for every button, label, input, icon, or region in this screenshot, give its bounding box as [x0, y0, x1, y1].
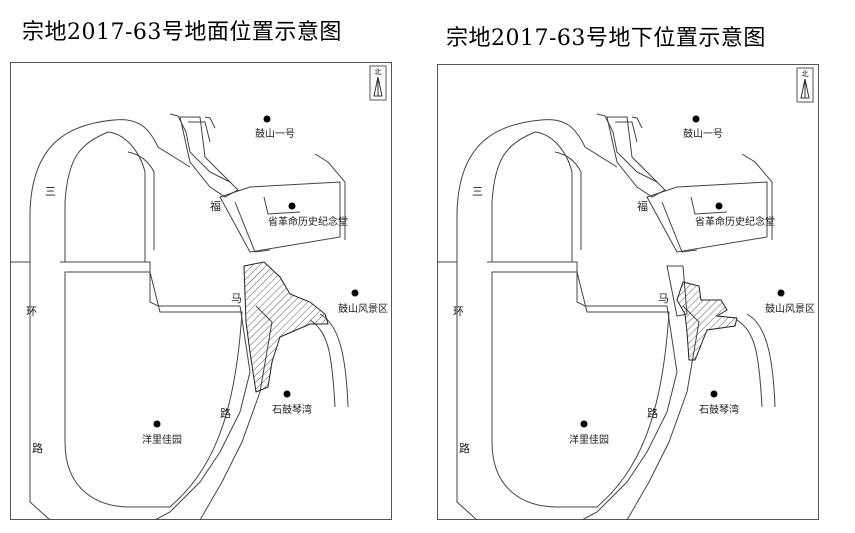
map-title-surface: 宗地2017-63号地面位置示意图 [22, 20, 342, 45]
land-parcel-underground [676, 281, 738, 361]
compass: 北 [369, 65, 387, 101]
road-label-fu: 福 [210, 199, 221, 213]
poi-label-memorial-hall: 省革命历史纪念堂 [268, 215, 348, 228]
map-frame [437, 64, 819, 520]
road-label-huan: 环 [453, 305, 464, 318]
road-label-lu: 路 [459, 442, 470, 455]
poi-label-shigu-qinwan: 石鼓琴湾 [699, 403, 739, 416]
map-underground: 北 三 环 路 福 马 路 鼓山一号 省革命历史纪念堂 [437, 64, 819, 520]
poi-label-gushan-yihao: 鼓山一号 [255, 127, 295, 140]
poi-label-memorial-hall: 省革命历史纪念堂 [695, 215, 775, 228]
poi-markers [153, 115, 359, 428]
map-title-underground: 宗地2017-63号地下位置示意图 [446, 26, 766, 51]
city-blocks [491, 116, 768, 508]
poi-label-gushan-yihao: 鼓山一号 [683, 127, 723, 140]
road-label-ma: 马 [658, 292, 669, 305]
road-label-lu2: 路 [220, 407, 231, 420]
road-label-san: 三 [472, 185, 483, 198]
poi-label-yangli-jiayuan: 洋里佳园 [569, 433, 609, 446]
road-label-san: 三 [45, 185, 56, 198]
poi-label-shigu-qinwan: 石鼓琴湾 [272, 403, 312, 416]
road-label-lu: 路 [32, 442, 43, 455]
poi-markers [580, 115, 785, 428]
poi-label-gushan-scenic: 鼓山风景区 [338, 302, 388, 315]
compass: 北 [796, 67, 814, 103]
road-label-ma: 马 [231, 292, 242, 305]
road-label-huan: 环 [26, 305, 37, 318]
map-surface: 北 三 环 路 福 马 路 鼓山一号 省革命历史 [10, 62, 392, 520]
road-label-fu: 福 [637, 199, 648, 213]
north-label: 北 [802, 70, 809, 78]
poi-label-yangli-jiayuan: 洋里佳园 [142, 433, 182, 446]
land-parcel-surface [243, 261, 329, 393]
poi-label-gushan-scenic: 鼓山风景区 [765, 302, 815, 315]
road-network [10, 113, 349, 520]
map-frame [10, 62, 392, 520]
north-label: 北 [375, 68, 382, 76]
city-blocks [64, 116, 341, 508]
road-label-lu2: 路 [647, 407, 658, 420]
